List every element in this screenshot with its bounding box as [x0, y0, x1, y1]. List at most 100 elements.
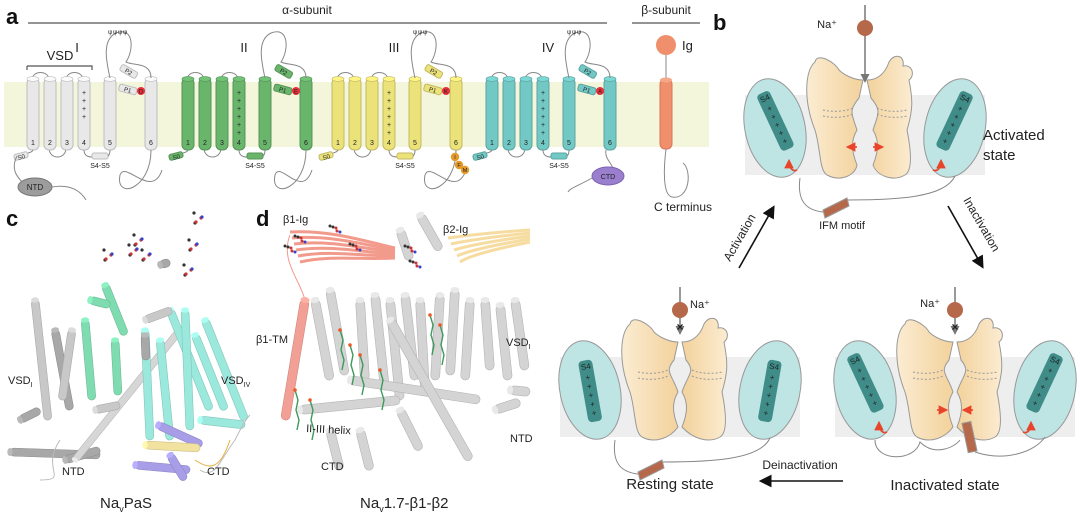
helix-cap — [198, 76, 212, 82]
cylinder-cap — [142, 316, 148, 324]
beta1-tm-label: β1-TM — [256, 334, 288, 346]
cylinder-cap — [450, 286, 460, 294]
beta2-ig-strand — [459, 240, 531, 264]
helix-cylinder — [155, 421, 203, 448]
lipid-head — [293, 388, 297, 392]
activated-state-diagram: Na⁺S4+++++S4+++++ — [743, 5, 987, 219]
s0-helix — [472, 151, 488, 161]
helix-s3: 3 — [519, 76, 533, 151]
lipid — [294, 389, 300, 431]
cylinder-body — [81, 319, 96, 401]
gating-charge: + — [541, 106, 545, 113]
gating-charge: + — [863, 382, 871, 392]
cylinder-body — [460, 299, 475, 381]
gating-charge: + — [237, 90, 241, 97]
cylinder-body — [510, 299, 530, 371]
cylinder-cap — [370, 291, 380, 299]
ifm-letter-m: M — [463, 168, 468, 174]
helix-number: 2 — [203, 140, 207, 147]
helix-s5: 5 — [562, 76, 576, 151]
cylinder-body — [31, 299, 52, 421]
cylinder-cap — [325, 426, 335, 434]
gating-charge: + — [763, 408, 769, 418]
helix-cylinder — [445, 286, 460, 376]
gating-charge: + — [237, 98, 241, 105]
glycan-atom — [303, 240, 307, 244]
deinactivation-label: Deinactivation — [762, 458, 837, 472]
cylinder-body — [397, 409, 423, 451]
gating-charge: + — [1042, 374, 1050, 384]
glycan-atom — [184, 272, 188, 276]
glycan-atom — [127, 243, 131, 247]
cylinder-cap — [141, 327, 149, 333]
helix-number: 4 — [237, 140, 241, 147]
glycan-atom — [104, 257, 108, 261]
helix-s5: 5 — [258, 76, 272, 151]
gating-charge: + — [541, 114, 545, 121]
lipid-head — [348, 343, 352, 347]
cylinder-cap — [191, 332, 199, 338]
gating-charge: + — [541, 98, 545, 105]
helix-s2: 2 — [198, 76, 212, 151]
ifm-plug — [822, 197, 850, 219]
cylinder-cap — [495, 301, 505, 309]
helix-number: 4 — [82, 140, 86, 147]
gating-charge: + — [387, 114, 391, 121]
selectivity-filter-left — [822, 107, 854, 118]
s4-helix — [758, 359, 782, 423]
dIII-dIV-linker — [613, 437, 771, 475]
helix-cap — [382, 76, 396, 82]
ifm-residue-m — [460, 165, 470, 175]
panel-d-label: d — [256, 206, 269, 231]
lipid-head — [338, 328, 342, 332]
cylinder-cap — [510, 296, 520, 304]
glycan-atom — [192, 211, 196, 215]
beta-ig-domain — [656, 35, 676, 55]
glycan-icon: ψ — [113, 30, 117, 36]
helix-cylinder — [325, 426, 344, 471]
helix-cylinder — [156, 337, 174, 441]
helix-s3: 3 — [60, 76, 74, 151]
domain-numeral: I — [75, 40, 79, 55]
cylinder-cap — [81, 317, 89, 323]
vsd-bracket — [26, 65, 93, 70]
inactivation-label: Inactivation — [960, 195, 1002, 255]
cylinder-cap — [155, 421, 161, 429]
lipid-head — [378, 368, 382, 372]
lipid-head — [428, 313, 432, 317]
movement-arrow — [1022, 420, 1036, 434]
cylinder-cap — [132, 461, 138, 469]
selectivity-filter-residue — [292, 87, 300, 95]
helix-cylinder — [460, 296, 475, 381]
helix-number: 6 — [149, 140, 153, 147]
helix-cylinder — [191, 332, 228, 411]
helix-cap — [43, 76, 57, 82]
p1-helix — [118, 83, 138, 96]
nav17-structure — [280, 211, 531, 471]
cylinder-cap — [355, 426, 365, 434]
glycan-atom — [334, 226, 338, 230]
glycan-atom — [358, 248, 362, 252]
helix-number: 1 — [336, 140, 340, 147]
glycan-atom — [293, 234, 297, 238]
ctd-oval — [591, 166, 625, 186]
ntd-label-c: NTD — [62, 466, 85, 478]
panel-a-label: a — [6, 4, 19, 29]
sodium-label: Na⁺ — [920, 298, 940, 310]
activation-label: Activation — [720, 211, 758, 263]
helix-cylinder — [495, 301, 513, 381]
movement-arrow — [784, 158, 798, 172]
helix-number: 5 — [263, 140, 267, 147]
helix-cylinder — [81, 317, 96, 401]
glycan-atom — [418, 265, 422, 269]
helix-cap — [485, 76, 499, 82]
cylinder-cap — [51, 327, 59, 333]
sodium-ion — [857, 20, 873, 36]
cylinder-body — [140, 334, 151, 361]
selectivity-filter-residue — [442, 87, 450, 95]
beta2-ig-strand — [453, 234, 531, 252]
cylinder-body — [280, 299, 310, 421]
